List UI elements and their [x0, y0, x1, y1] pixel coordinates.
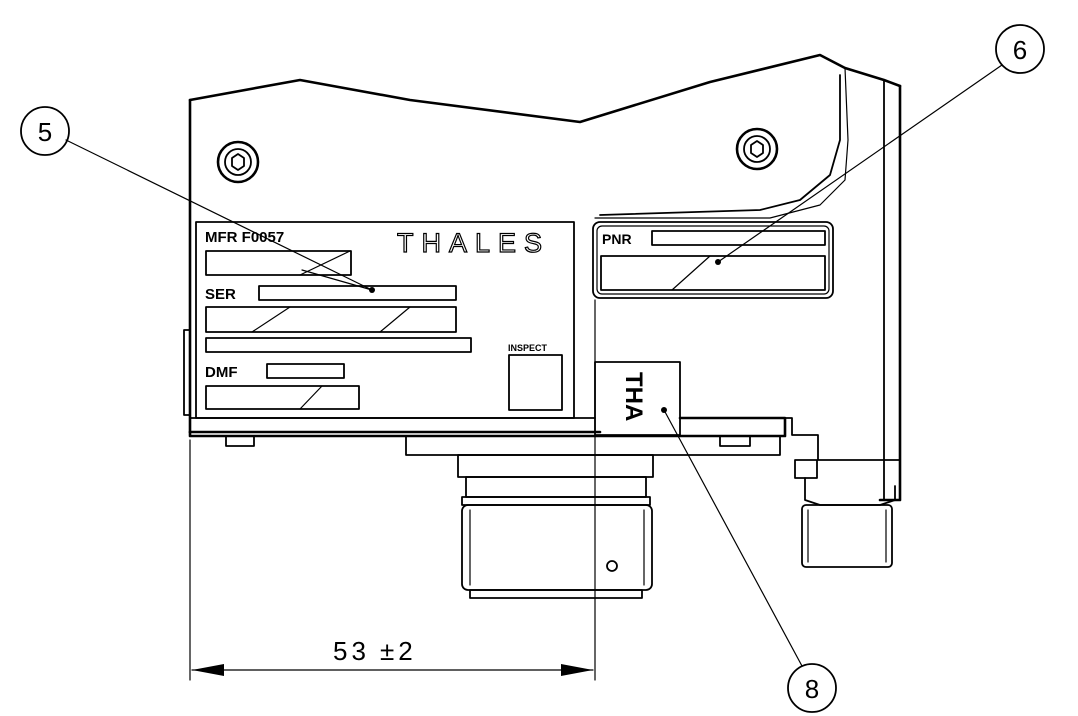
label-plate: MFR F0057 THALES SER DMF INSPECT — [195, 221, 575, 419]
callout-6-number: 6 — [1013, 35, 1027, 65]
housing — [183, 53, 902, 502]
dimension-tolerance: ±2 — [380, 636, 417, 666]
base-flange — [188, 416, 901, 568]
pnr-plate: PNR — [592, 221, 834, 299]
screw-left — [216, 140, 260, 184]
pnr-label: PNR — [602, 231, 632, 247]
ser-label: SER — [205, 286, 236, 303]
inspect-label: INSPECT — [508, 343, 548, 353]
dimension-53: 53 ±2 — [189, 299, 596, 681]
callout-5-number: 5 — [38, 117, 52, 147]
connector — [457, 454, 654, 599]
screw-right — [735, 127, 779, 171]
callout-5: 5 — [20, 106, 375, 293]
side-tag: THA — [594, 361, 681, 436]
callout-8: 8 — [661, 407, 837, 713]
dimension-value: 53 — [333, 636, 370, 666]
callout-8-number: 8 — [805, 674, 819, 704]
dmf-label: DMF — [205, 364, 238, 381]
callout-6: 6 — [715, 24, 1045, 265]
brand-logo: THALES — [397, 228, 550, 258]
side-tag-text: THA — [620, 372, 647, 421]
mfr-label: MFR F0057 — [205, 229, 284, 246]
